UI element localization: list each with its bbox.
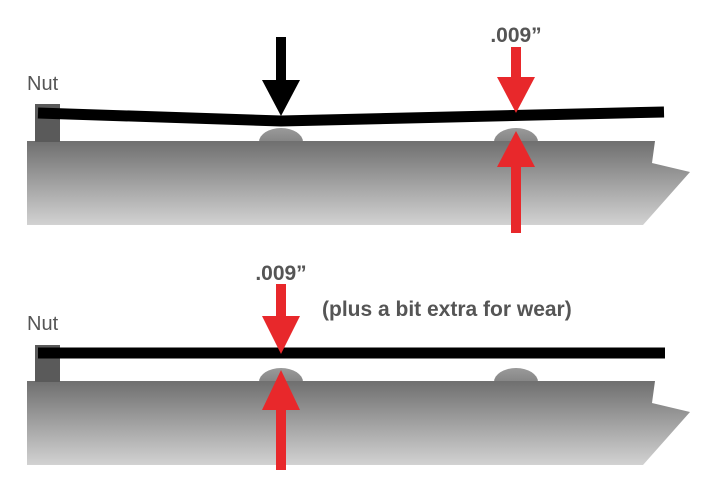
measure-arrow-up xyxy=(262,370,300,470)
measurement-label: .009” xyxy=(255,262,306,285)
neck-body xyxy=(27,381,690,465)
bottom-panel: Nut .009” (plus a bit extra for wear) xyxy=(27,262,690,470)
measure-arrow-down xyxy=(497,47,535,113)
measurement-label: .009” xyxy=(490,24,541,47)
press-arrow xyxy=(262,37,300,116)
top-panel: Nut .009” xyxy=(27,24,690,233)
nut-label: Nut xyxy=(27,73,59,95)
wear-note: (plus a bit extra for wear) xyxy=(322,298,572,321)
measure-arrow-down xyxy=(262,284,300,354)
neck-body xyxy=(27,141,690,225)
nut-label: Nut xyxy=(27,313,59,335)
string xyxy=(37,106,665,127)
measure-arrow-up xyxy=(497,131,535,233)
